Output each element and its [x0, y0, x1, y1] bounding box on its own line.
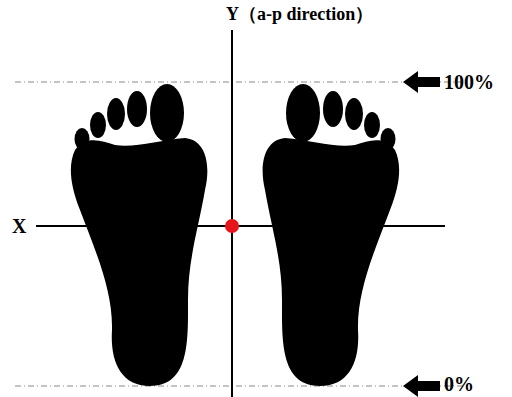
x-axis: [36, 225, 445, 227]
marker-arrow: [403, 375, 440, 397]
axis-title: Y（a-p direction）: [226, 5, 373, 23]
axis-label: X: [12, 216, 26, 236]
percent-label: 0%: [444, 374, 474, 394]
origin-dot: [225, 219, 239, 233]
bottom-dashed-line: [15, 386, 470, 387]
y-axis: [231, 30, 233, 397]
top-dashed-line: [15, 82, 470, 83]
left-foot: [71, 84, 208, 386]
percent-label: 100%: [444, 72, 494, 92]
right-foot: [263, 84, 400, 386]
marker-arrow: [403, 71, 440, 93]
